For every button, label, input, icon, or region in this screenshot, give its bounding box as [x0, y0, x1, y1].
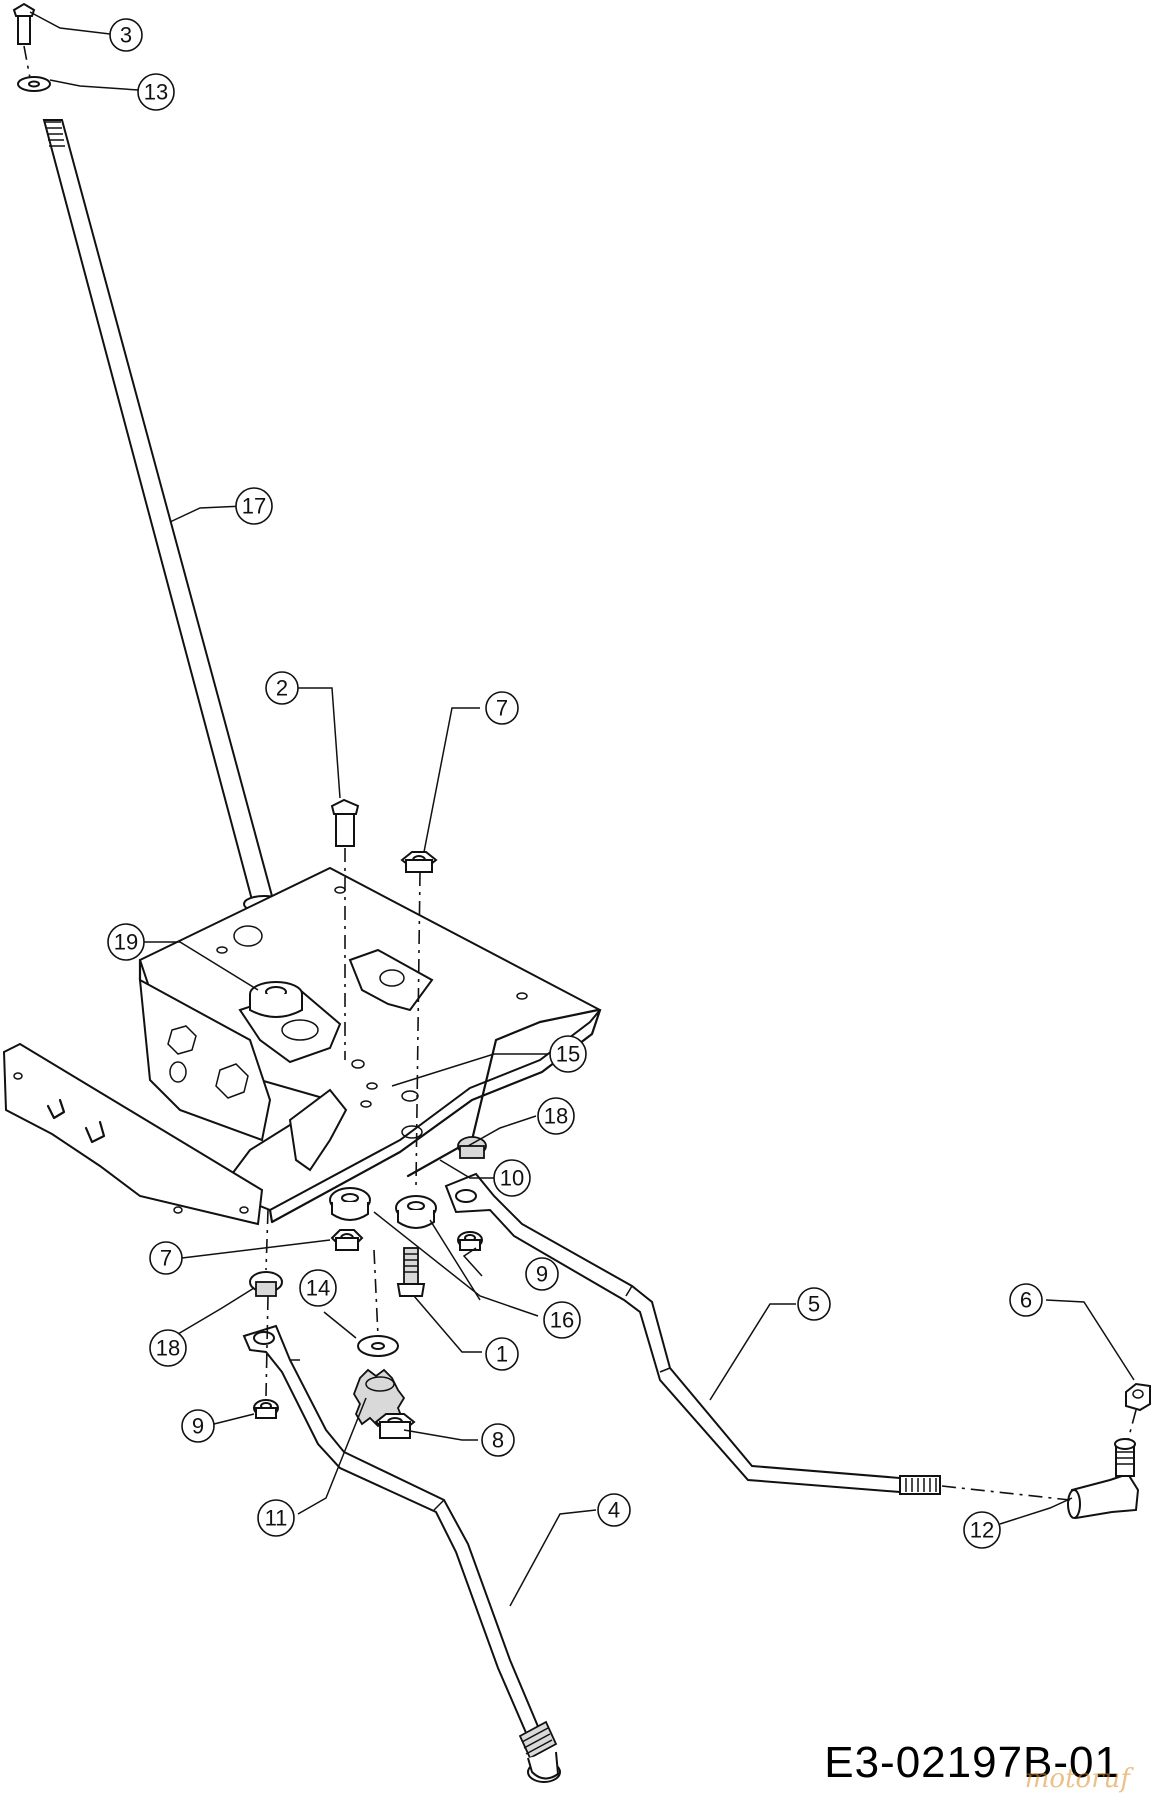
svg-text:9: 9 [536, 1262, 548, 1287]
svg-text:13: 13 [144, 80, 168, 105]
callout-1: 1 [485, 1337, 519, 1371]
nut-part-9-right [457, 1231, 483, 1251]
callout-10: 10 [493, 1159, 531, 1197]
bushing-part-16-left [329, 1187, 371, 1221]
svg-text:1: 1 [496, 1342, 508, 1367]
svg-text:6: 6 [1020, 1288, 1032, 1313]
callout-2: 2 [265, 671, 299, 705]
callout-9-right: 9 [525, 1257, 559, 1291]
bolt-part-3 [12, 2, 36, 45]
svg-text:3: 3 [120, 23, 132, 48]
svg-text:15: 15 [556, 1042, 580, 1067]
steering-frame-plate [2, 866, 602, 1226]
callout-15: 15 [549, 1035, 587, 1073]
svg-text:7: 7 [496, 696, 508, 721]
nut-part-9-left [253, 1399, 279, 1419]
svg-text:7: 7 [160, 1246, 172, 1271]
callout-3: 3 [109, 18, 143, 52]
callout-9-left: 9 [181, 1409, 215, 1443]
washer-part-14 [357, 1335, 399, 1357]
callout-5: 5 [797, 1287, 831, 1321]
nut-part-7-lower [330, 1229, 364, 1251]
svg-text:18: 18 [156, 1336, 180, 1361]
svg-text:8: 8 [492, 1428, 504, 1453]
bolt-part-1 [396, 1247, 426, 1297]
callout-16: 16 [543, 1301, 581, 1339]
callout-6: 6 [1009, 1283, 1043, 1317]
svg-text:11: 11 [265, 1506, 288, 1531]
svg-text:19: 19 [114, 930, 138, 955]
svg-text:16: 16 [550, 1308, 574, 1333]
callout-17: 17 [235, 487, 273, 525]
callout-7-lower: 7 [149, 1241, 183, 1275]
bushing-part-16-right [395, 1195, 437, 1229]
svg-text:12: 12 [970, 1518, 994, 1543]
nut-part-8 [374, 1413, 416, 1439]
drag-link-part-4 [242, 1324, 561, 1783]
callout-14: 14 [299, 1269, 337, 1307]
tie-rod-end-part-12 [1067, 1438, 1140, 1520]
nut-part-7-upper [400, 851, 438, 873]
callout-13: 13 [137, 73, 175, 111]
callout-18-left: 18 [149, 1329, 187, 1367]
callout-4: 4 [597, 1493, 631, 1527]
diagram-code: E3-02197B-01 [824, 1738, 1120, 1787]
watermark: motoruf [1024, 1764, 1130, 1794]
callout-8: 8 [481, 1423, 515, 1457]
nut-part-6 [1125, 1382, 1151, 1412]
svg-text:5: 5 [808, 1292, 820, 1317]
svg-text:4: 4 [608, 1498, 620, 1523]
callout-19: 19 [107, 923, 145, 961]
svg-text:9: 9 [192, 1414, 204, 1439]
bushing-part-18-left [249, 1271, 283, 1297]
steering-shaft-part-17 [42, 119, 285, 957]
bolt-part-2 [330, 798, 360, 847]
drag-link-part-5 [444, 1172, 941, 1495]
svg-text:14: 14 [306, 1276, 330, 1301]
alignment-lines [23, 45, 1137, 1501]
leader-lines [29, 11, 1135, 1607]
callout-12: 12 [963, 1511, 1001, 1549]
svg-text:10: 10 [500, 1166, 524, 1191]
callout-11: 11 [257, 1499, 295, 1537]
bushing-part-19 [249, 981, 303, 1018]
svg-text:2: 2 [276, 676, 288, 701]
svg-text:17: 17 [242, 494, 266, 519]
bushing-part-18-right [457, 1136, 487, 1159]
svg-text:18: 18 [544, 1104, 568, 1129]
callout-18-right: 18 [537, 1097, 575, 1135]
callout-7-upper: 7 [485, 691, 519, 725]
washer-part-13 [17, 76, 51, 92]
